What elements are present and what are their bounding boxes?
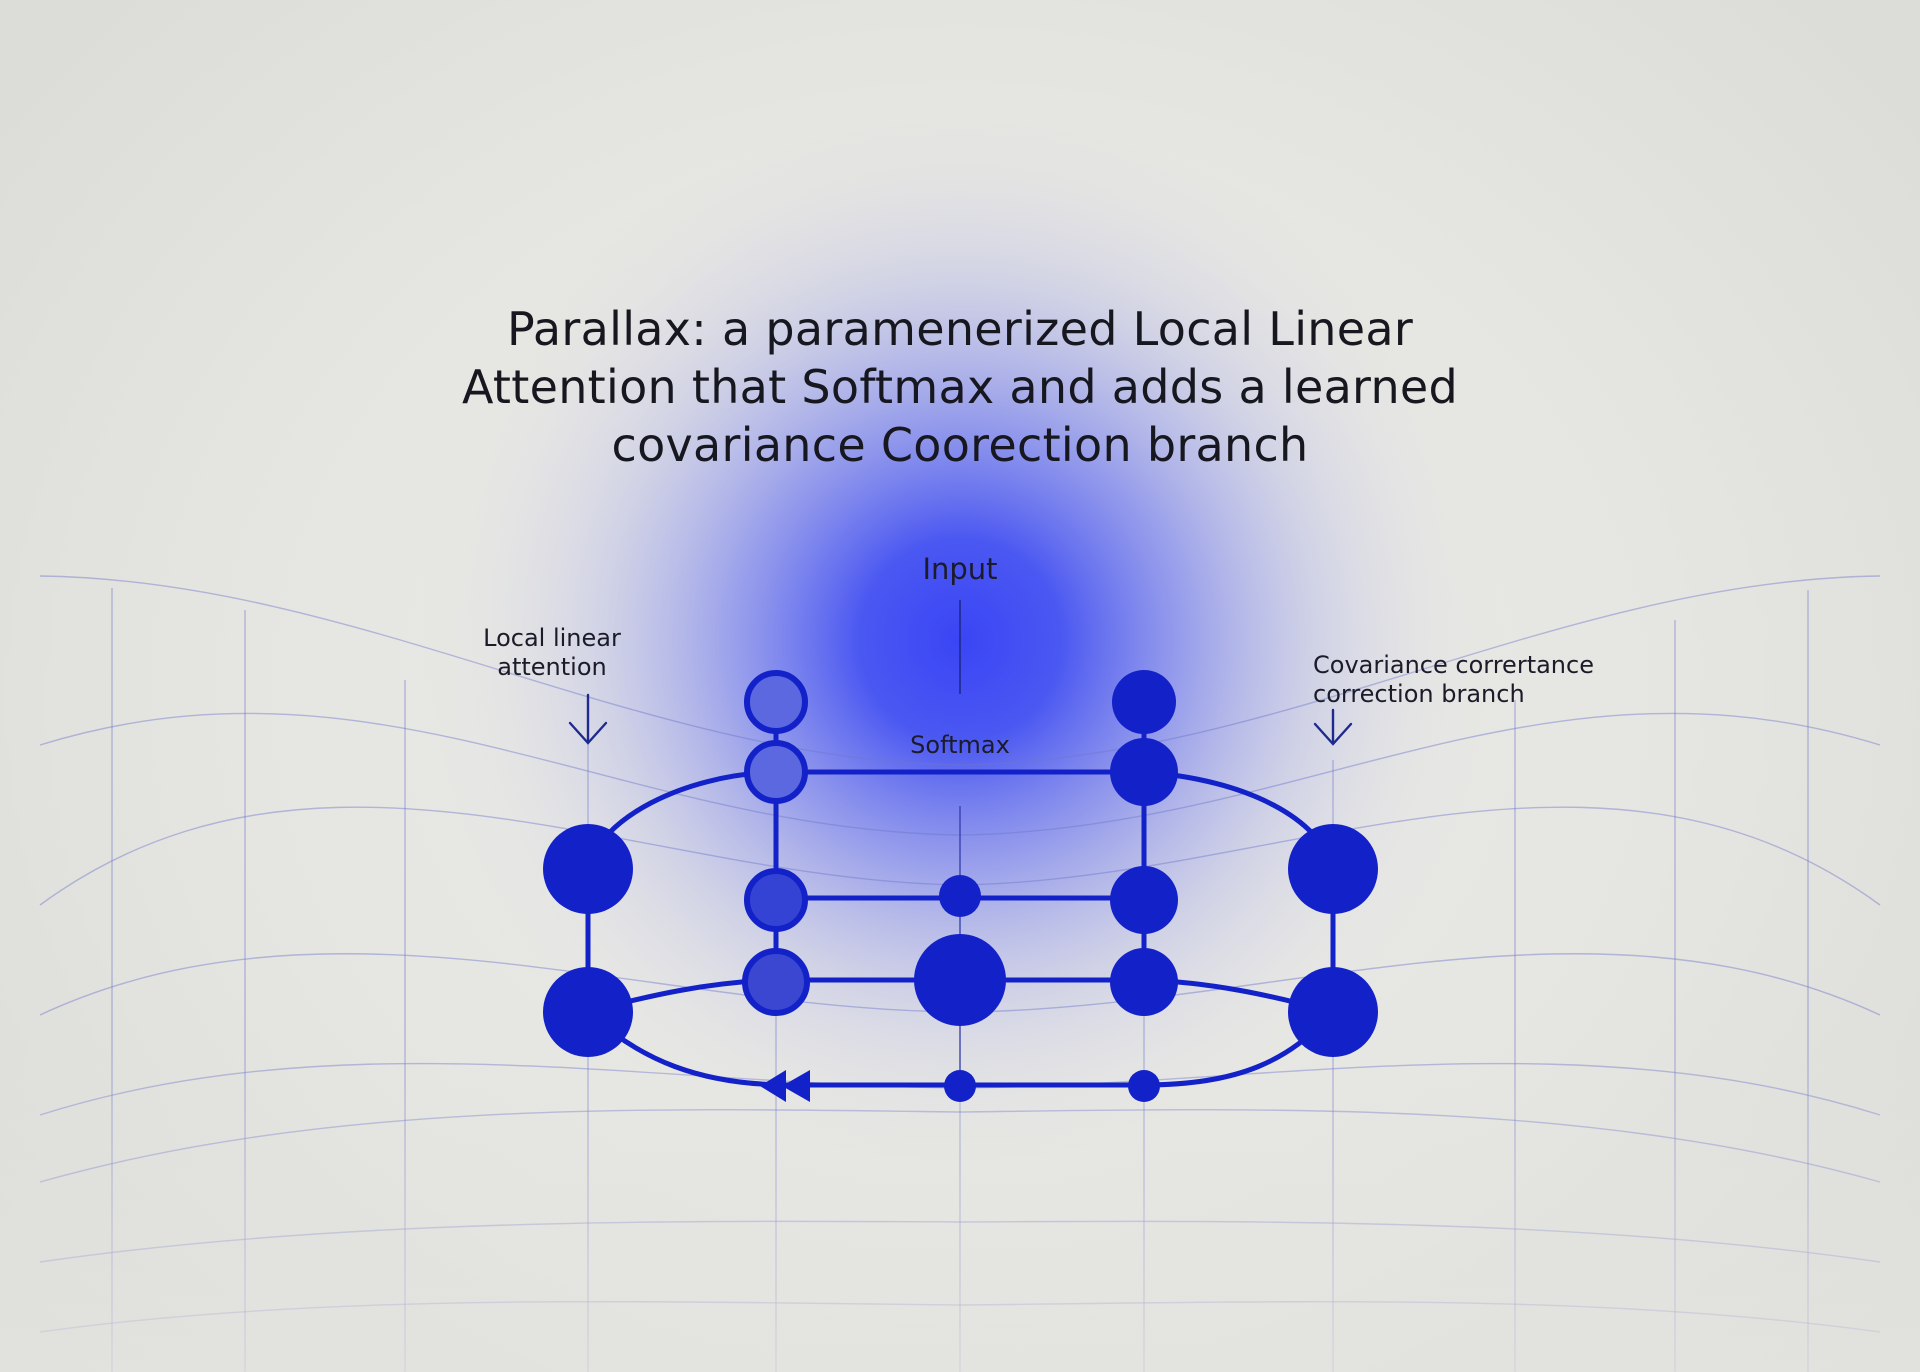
arrow-down-icon <box>568 693 608 745</box>
local-linear-attention-label: Local linear attention <box>452 624 652 682</box>
title-line-2: Attention that Softmax and adds a learne… <box>461 360 1459 414</box>
cov-label-line-2: correction branch <box>1313 680 1525 708</box>
title-line-3: covariance Coorection branch <box>611 418 1309 472</box>
covariance-correction-label: Covariance corrertance correction branch <box>1313 651 1633 709</box>
title-line-1: Parallax: a paramenerized Local Linear <box>506 302 1414 356</box>
node-left-top <box>744 670 808 734</box>
node-left-softmax <box>744 740 808 804</box>
node-center-small <box>939 875 981 917</box>
arrow-down-icon <box>1313 708 1353 746</box>
local-label-line-2: attention <box>497 653 607 681</box>
input-label: Input <box>922 552 998 586</box>
node-left-mid <box>744 868 808 932</box>
diagram-title: Parallax: a paramenerized Local Linear A… <box>360 300 1560 474</box>
node-bottom-right <box>1128 1070 1160 1102</box>
grid-line-h <box>39 575 1881 766</box>
node-right-mid <box>1110 866 1178 934</box>
node-outer-right-upper <box>1288 824 1378 914</box>
node-outer-right-lower <box>1288 967 1378 1057</box>
softmax-label: Softmax <box>910 731 1010 759</box>
node-right-top <box>1112 670 1176 734</box>
node-right-low <box>1110 948 1178 1016</box>
double-arrow-left-icon <box>760 1070 810 1102</box>
node-bottom-center <box>944 1070 976 1102</box>
cov-label-line-1: Covariance corrertance <box>1313 651 1594 679</box>
diagram-nodes <box>543 670 1378 1102</box>
local-label-line-1: Local linear <box>483 624 621 652</box>
node-right-softmax <box>1110 738 1178 806</box>
node-left-low <box>742 948 810 1016</box>
node-outer-left-lower <box>543 967 633 1057</box>
grid-fade <box>0 1050 1920 1372</box>
node-center-large <box>914 934 1006 1026</box>
node-outer-left-upper <box>543 824 633 914</box>
